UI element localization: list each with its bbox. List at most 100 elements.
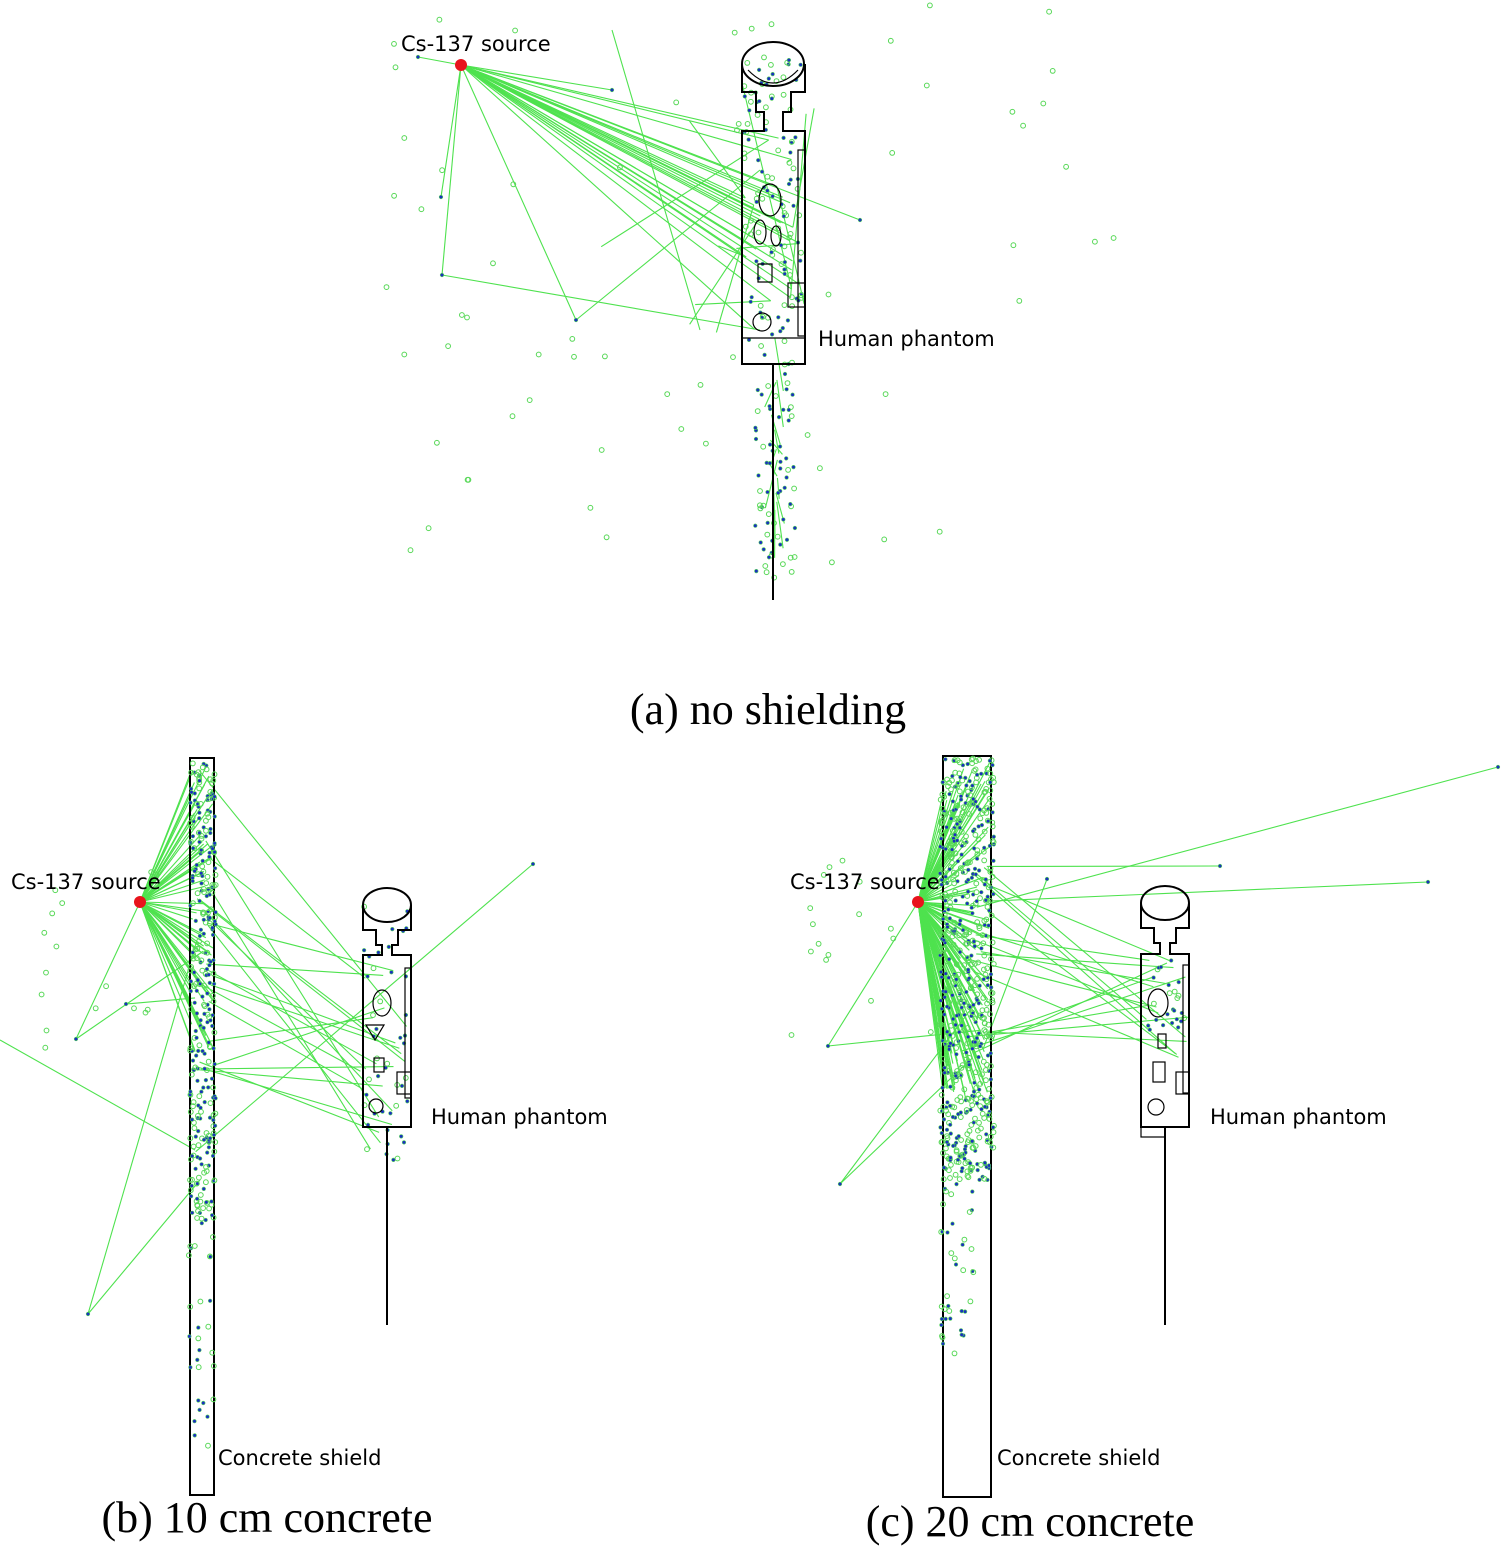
interaction-point — [781, 135, 786, 140]
scatter-point — [780, 561, 786, 567]
photon-track — [207, 924, 381, 1144]
scatter-point — [981, 966, 987, 973]
scatter-point — [967, 859, 973, 866]
interaction-point — [970, 911, 975, 916]
scatter-point — [757, 502, 763, 509]
scatter-point — [969, 961, 975, 968]
interaction-point — [977, 1087, 982, 1092]
scatter-point — [948, 1162, 954, 1168]
interaction-point — [197, 1407, 202, 1412]
panel-b-interaction-points — [38, 760, 536, 1449]
scatter-point — [771, 574, 778, 581]
interaction-point — [977, 1177, 982, 1182]
interaction-point — [756, 473, 761, 478]
scatter-point — [377, 998, 384, 1005]
interaction-point — [953, 1073, 958, 1078]
scatter-point — [204, 810, 211, 817]
scatter-point — [464, 314, 470, 321]
photon-track — [441, 274, 761, 331]
interaction-point — [198, 1105, 203, 1110]
interaction-point — [757, 99, 762, 104]
scatter-point — [210, 1084, 217, 1091]
interaction-point — [195, 978, 200, 983]
interaction-point — [201, 931, 206, 936]
interaction-point — [199, 881, 204, 886]
scatter-point — [188, 769, 195, 776]
scatter-point — [964, 1040, 971, 1047]
scatter-point — [512, 27, 518, 34]
scatter-point — [703, 440, 709, 447]
panel-b-source-label: Cs-137 source — [11, 870, 161, 894]
scatter-point — [190, 955, 197, 962]
interaction-point — [943, 989, 948, 994]
scatter-point — [981, 1015, 987, 1021]
phantom-organ-kidney — [753, 219, 767, 245]
interaction-point — [196, 1325, 201, 1330]
panel-a-caption: (a) no shielding — [630, 685, 906, 734]
interaction-point — [943, 846, 948, 852]
scatter-point — [987, 1133, 994, 1140]
scatter-point — [977, 1081, 984, 1087]
phantom-arm — [1182, 964, 1190, 1094]
interaction-point — [388, 1111, 393, 1116]
scatter-point — [940, 1150, 946, 1156]
scatter-point — [798, 249, 804, 256]
interaction-point — [825, 1043, 831, 1049]
scatter-point — [788, 138, 795, 145]
interaction-point — [790, 392, 795, 397]
interaction-point — [754, 199, 759, 204]
scatter-point — [1092, 238, 1098, 245]
scatter-point — [983, 1077, 989, 1084]
scatter-point — [987, 897, 993, 904]
scatter-point — [758, 343, 764, 349]
interaction-point — [953, 1262, 959, 1267]
scatter-point — [957, 1114, 964, 1120]
interaction-point — [778, 466, 783, 471]
photon-track — [139, 901, 214, 949]
scatter-point — [938, 1021, 945, 1028]
scatter-point — [148, 869, 155, 875]
scatter-point — [965, 1096, 972, 1102]
interaction-point — [206, 1040, 211, 1045]
interaction-point — [979, 1107, 984, 1112]
interaction-point — [938, 844, 943, 849]
scatter-point — [193, 771, 200, 778]
scatter-point — [984, 965, 991, 972]
interaction-point — [943, 1316, 948, 1321]
interaction-point — [965, 901, 970, 906]
photon-track — [211, 975, 396, 1044]
interaction-point — [746, 137, 751, 142]
interaction-point — [365, 974, 370, 979]
scatter-point — [195, 1142, 202, 1149]
scatter-point — [1009, 108, 1016, 115]
photon-track — [917, 901, 959, 933]
interaction-point — [945, 1029, 950, 1034]
interaction-point — [188, 1089, 193, 1094]
photon-track — [980, 951, 1166, 985]
scatter-point — [744, 121, 751, 127]
scatter-point — [760, 443, 767, 450]
interaction-point — [973, 799, 978, 804]
scatter-point — [366, 1076, 372, 1083]
scatter-point — [944, 776, 950, 783]
interaction-point — [965, 889, 971, 894]
photon-track — [212, 1007, 385, 1067]
scatter-point — [946, 1308, 953, 1314]
scatter-point — [975, 1127, 981, 1134]
interaction-point — [758, 540, 763, 545]
photon-track — [972, 938, 1159, 1014]
scatter-point — [42, 1044, 49, 1051]
scatter-point — [748, 25, 755, 32]
scatter-point — [972, 832, 979, 838]
interaction-point — [195, 1196, 200, 1201]
scatter-point — [974, 991, 981, 998]
scatter-point — [973, 758, 979, 764]
scatter-point — [959, 1008, 965, 1015]
scatter-point — [937, 948, 944, 955]
photon-track — [139, 770, 194, 903]
scatter-point — [204, 940, 211, 947]
photon-track — [600, 139, 769, 248]
scatter-point — [987, 1011, 993, 1018]
scatter-point — [956, 988, 963, 994]
interaction-point — [784, 475, 789, 480]
